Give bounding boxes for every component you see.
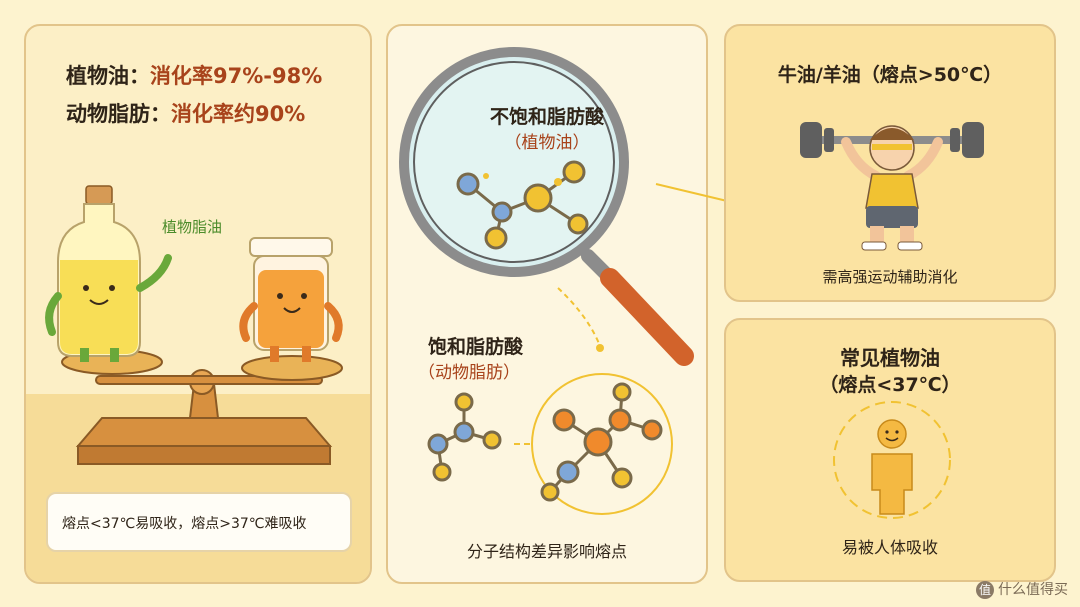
melting-point-note: 熔点<37℃易吸收，熔点>37℃难吸收 [46, 492, 352, 552]
molecule-illustration [399, 47, 694, 515]
saturated-molecule-small [427, 392, 502, 482]
watermark-text: 什么值得买 [998, 582, 1068, 598]
unsaturated-molecule [456, 160, 589, 250]
saturated-fatty-acid-title: 饱和脂肪酸 [428, 336, 524, 358]
center-caption: 分子结构差异影响熔点 [466, 542, 627, 561]
watermark: 值什么值得买 [976, 579, 1068, 599]
animal-fat-jar [239, 237, 343, 362]
beef-mutton-fat-panel: 牛油/羊油（熔点>50℃） 需高强运动辅助消化 [724, 24, 1056, 302]
common-vegetable-oil-panel: 常见植物油 （熔点<37℃） 易被人体吸收 [724, 318, 1056, 582]
common-vegetable-oil-sub: （熔点<37℃） [819, 374, 961, 396]
common-vegetable-oil-caption: 易被人体吸收 [841, 538, 938, 557]
vegetable-oil-bottle [45, 185, 172, 362]
callout-line [557, 287, 601, 347]
saturated-molecule-large [540, 382, 663, 502]
line2-label: 动物脂肪： [66, 102, 171, 126]
person-illustration [833, 401, 951, 519]
line2-value: 消化率约90% [171, 102, 306, 126]
vegetable-oil-digestion-rate: 植物油：消化率97%-98% [66, 60, 322, 90]
line1-value: 消化率97%-98% [150, 64, 323, 88]
melting-point-note-text: 熔点<37℃易吸收，熔点>37℃难吸收 [62, 516, 307, 532]
scale-base-front [77, 445, 331, 465]
unsaturated-fatty-acid-sub: （植物油） [504, 133, 590, 153]
left-panel: 植物油：消化率97%-98% 动物脂肪：消化率约90% 植物脂油 熔点<37℃易… [24, 24, 372, 584]
line1-label: 植物油： [66, 64, 150, 88]
unsaturated-fatty-acid-title: 不饱和脂肪酸 [489, 106, 604, 128]
beef-mutton-fat-title: 牛油/羊油（熔点>50℃） [777, 64, 1003, 86]
common-vegetable-oil-title: 常见植物油 [840, 346, 940, 370]
animal-fat-digestion-rate: 动物脂肪：消化率约90% [66, 98, 305, 128]
center-panel: 不饱和脂肪酸 （植物油） 饱和脂肪酸 （动物脂肪） 分子结构差异影响熔点 [386, 24, 708, 584]
weightlifter-illustration [800, 122, 984, 251]
vegetable-fat-label: 植物脂油 [162, 218, 223, 236]
right-pan [241, 355, 343, 381]
beef-mutton-fat-caption: 需高强运动辅助消化 [822, 268, 958, 286]
callout-dot [596, 344, 604, 352]
watermark-badge: 值 [976, 581, 994, 599]
saturated-fatty-acid-sub: （动物脂肪） [418, 363, 520, 383]
